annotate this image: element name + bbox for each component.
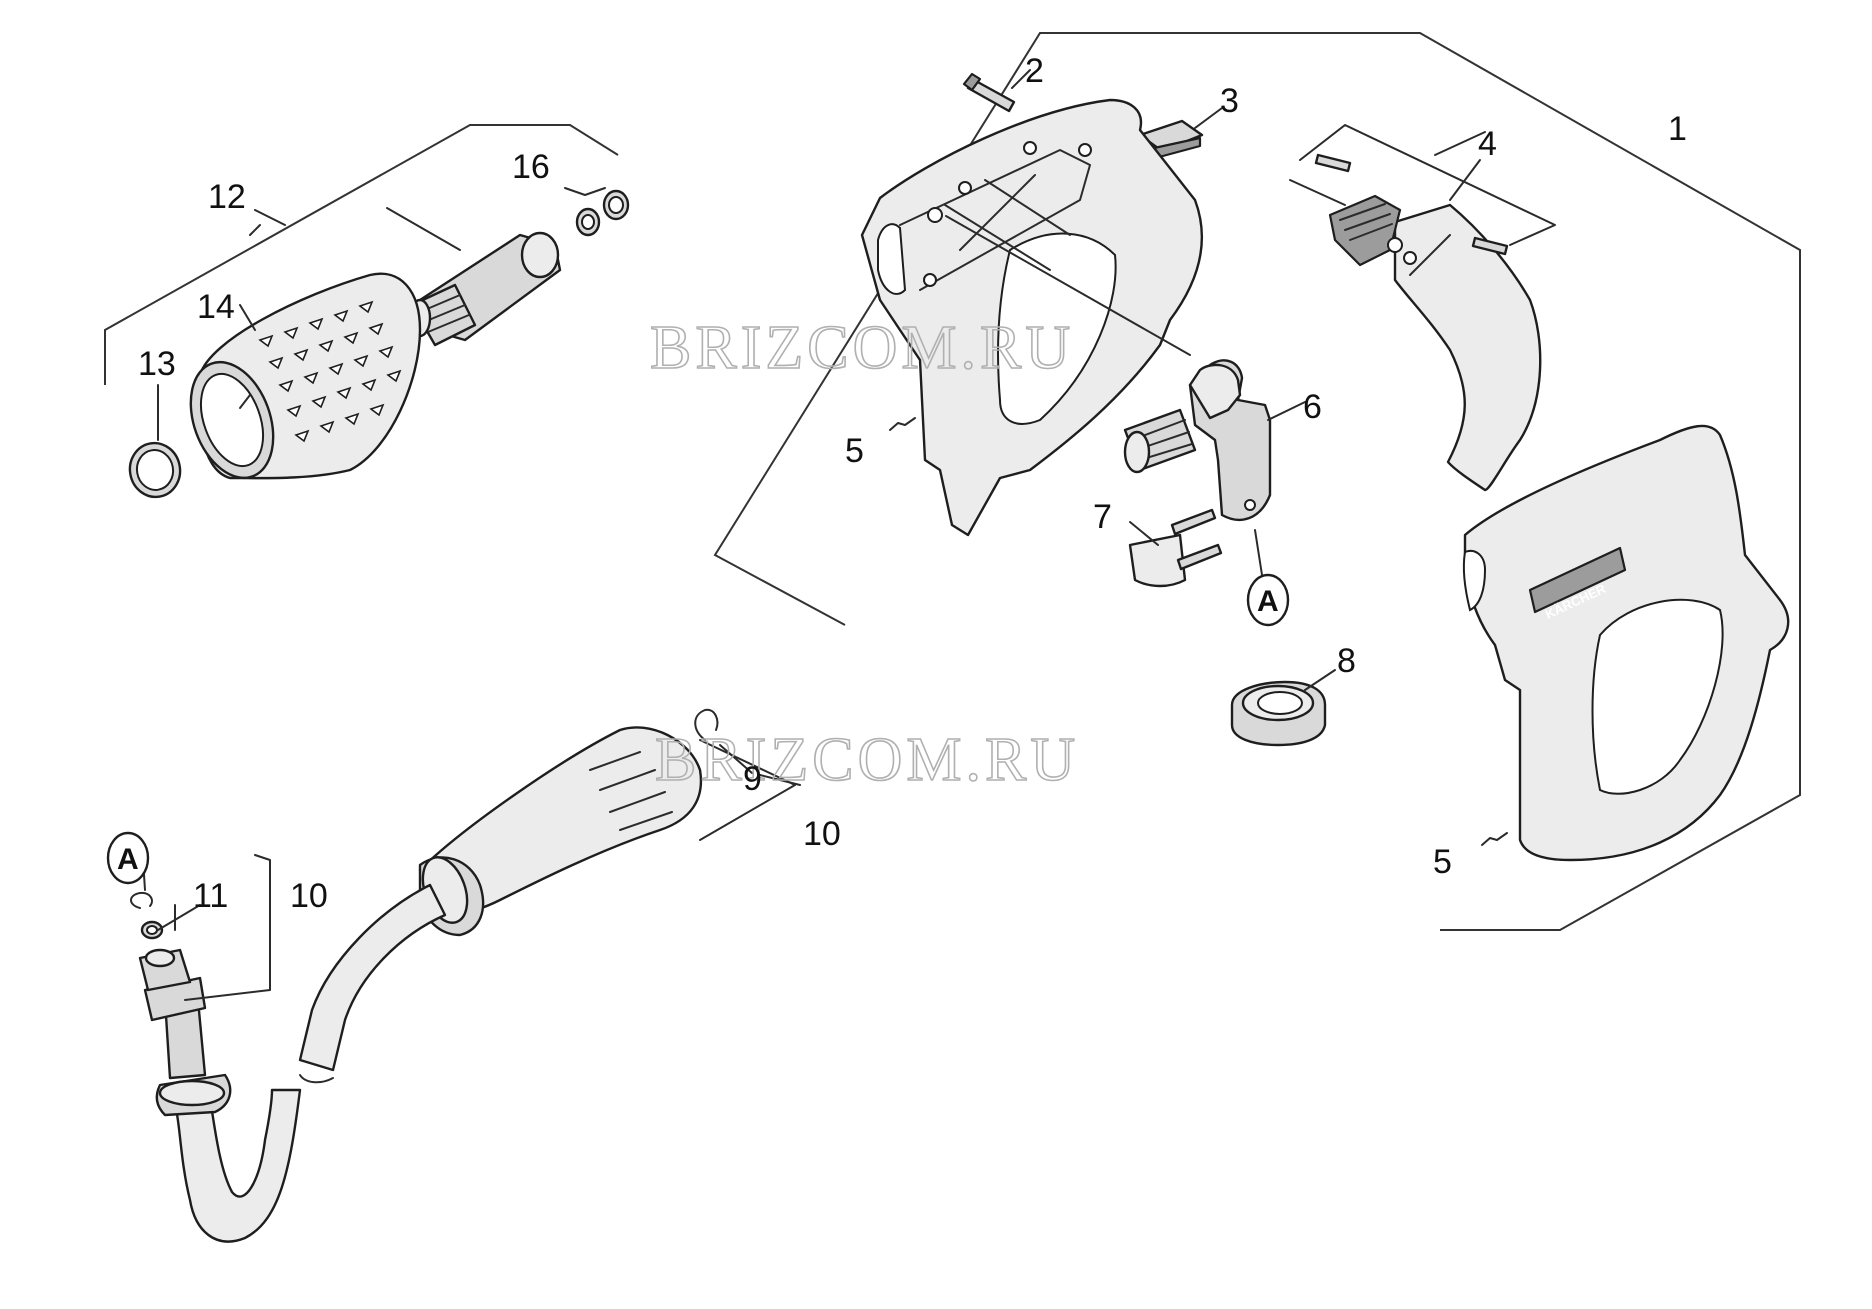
watermark-text-middle: BRIZCOM.RU — [655, 726, 1079, 794]
part-snap-ring — [694, 708, 719, 741]
part-elbow-fitting — [1123, 359, 1272, 522]
part-retaining-ring — [128, 441, 182, 499]
callout-2: 2 — [1025, 52, 1044, 90]
callout-10-tube: 10 — [290, 877, 328, 915]
callout-5-left: 5 — [845, 432, 864, 470]
part-perforated-sleeve — [189, 272, 422, 480]
connector-a-bottom: A — [106, 831, 150, 885]
connector-a-bottom-label: A — [117, 843, 139, 876]
callout-11: 11 — [193, 877, 228, 915]
watermark-text-top: BRIZCOM.RU — [650, 314, 1074, 382]
callout-3: 3 — [1220, 82, 1239, 120]
callout-labels: 1 2 3 4 5 5 6 7 8 9 10 10 11 12 13 14 16 — [138, 52, 1687, 915]
callout-12: 12 — [208, 178, 246, 216]
part-clip — [1128, 508, 1223, 588]
assembly-frame — [713, 32, 1801, 931]
part-lance-grip — [418, 726, 703, 937]
part-housing-left — [860, 98, 1204, 537]
part-small-seals — [130, 891, 164, 940]
connector-a-top: A — [1246, 573, 1290, 627]
part-bent-tube — [138, 883, 447, 1243]
callout-16: 16 — [512, 148, 550, 186]
callout-14: 14 — [197, 288, 235, 326]
callout-7: 7 — [1093, 498, 1112, 536]
connector-a-top-label: A — [1257, 585, 1279, 618]
part-housing-right: KÄRCHER — [1462, 424, 1790, 862]
part-trigger — [1289, 124, 1556, 492]
nozzle-assembly-frame — [104, 124, 619, 385]
part-bushing — [1230, 680, 1327, 747]
leader-lines — [141, 69, 1508, 1001]
callout-9: 9 — [743, 760, 762, 798]
callout-10-lance: 10 — [803, 815, 841, 853]
callout-1: 1 — [1668, 110, 1687, 148]
callout-5-right: 5 — [1433, 843, 1452, 881]
part-seal-rings — [575, 189, 630, 237]
callout-6: 6 — [1303, 388, 1322, 426]
part-screw — [962, 72, 1016, 113]
callout-4: 4 — [1478, 125, 1497, 163]
callout-8: 8 — [1337, 642, 1356, 680]
callout-13: 13 — [138, 345, 176, 383]
part-nozzle-body — [408, 231, 562, 347]
